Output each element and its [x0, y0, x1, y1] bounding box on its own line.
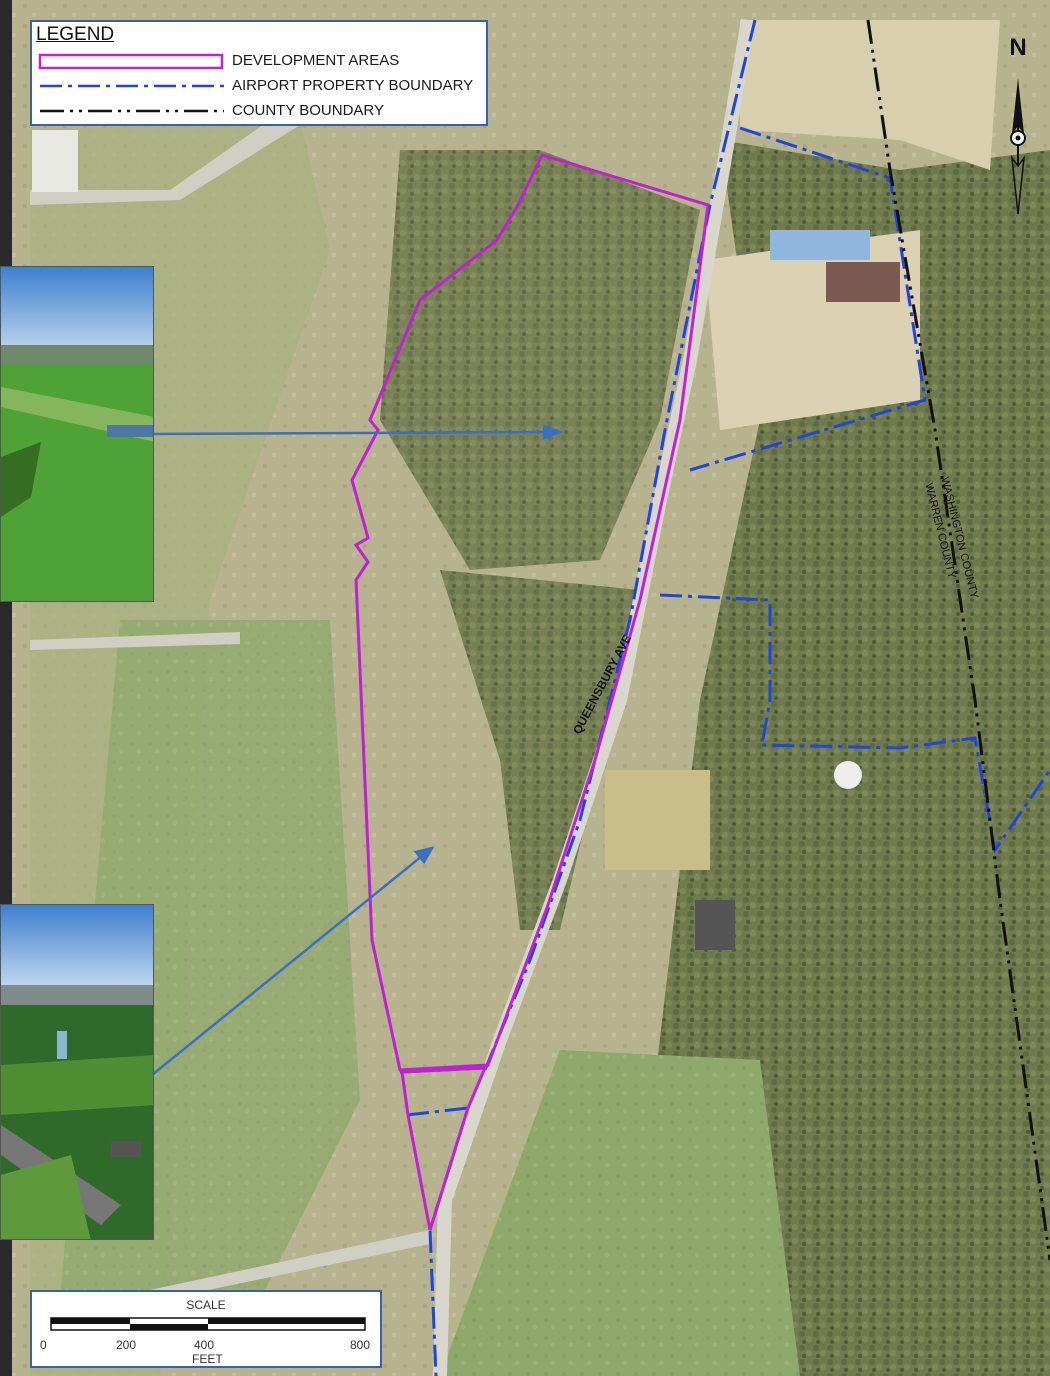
- building-warehouse: [826, 262, 900, 302]
- north-arrow: N: [1002, 34, 1034, 218]
- legend-item-county-boundary: COUNTY BOUNDARY: [36, 100, 486, 122]
- north-letter: N: [1009, 34, 1027, 61]
- water-tower: [834, 761, 862, 789]
- scale-tick-0: 0: [40, 1338, 47, 1352]
- church-building: [695, 900, 735, 950]
- sports-field: [605, 770, 710, 870]
- scale-bar-graphic: [50, 1317, 366, 1331]
- residential-lawns: [440, 1050, 800, 1376]
- scale-tick-400: 400: [194, 1338, 215, 1352]
- forest-strip: [440, 570, 640, 930]
- access-road: [30, 632, 240, 650]
- development-area-swatch: [38, 53, 224, 70]
- forest-center: [380, 150, 700, 570]
- map-legend: LEGEND DEVELOPMENT AREAS AIRPORT PROPERT…: [30, 20, 488, 126]
- quarry-north: [740, 20, 1000, 170]
- scale-title: SCALE: [186, 1298, 226, 1312]
- aerial-photo-runway-view: [0, 266, 154, 602]
- taxiway: [30, 120, 300, 205]
- legend-label: AIRPORT PROPERTY BOUNDARY: [232, 77, 474, 94]
- legend-label: DEVELOPMENT AREAS: [232, 52, 400, 69]
- county-boundary-swatch: [40, 109, 224, 113]
- legend-item-airport-boundary: AIRPORT PROPERTY BOUNDARY: [36, 75, 486, 97]
- legend-label: COUNTY BOUNDARY: [232, 102, 384, 119]
- development-area-outline: [350, 153, 710, 1231]
- photo-village-image: [1, 905, 153, 1239]
- scale-bar-box: SCALE 0 200 400 800 FEET: [30, 1290, 382, 1368]
- airport-boundary-swatch: [40, 84, 224, 88]
- south-road: [150, 1230, 430, 1300]
- callout-arrowhead-upper: [542, 424, 564, 440]
- legend-item-development-areas: DEVELOPMENT AREAS: [36, 50, 486, 72]
- aerial-photo-village-view: [0, 904, 154, 1240]
- scale-tick-800: 800: [350, 1338, 371, 1352]
- north-arrow-icon: [1010, 78, 1026, 215]
- county-boundary-line: [866, 19, 1050, 1261]
- callout-arrow-lower: [151, 855, 423, 1076]
- scale-tick-200: 200: [116, 1338, 137, 1352]
- scale-units: FEET: [192, 1352, 223, 1366]
- callout-arrow-upper: [151, 430, 546, 436]
- photo-runway-image: [1, 267, 153, 601]
- legend-title: LEGEND: [36, 24, 115, 45]
- runway-end: [32, 130, 78, 192]
- callout-arrows: [151, 424, 564, 1076]
- building-blue-roof: [770, 230, 870, 260]
- queensbury-ave-road: [433, 18, 755, 1376]
- callout-arrowhead-lower: [413, 846, 435, 865]
